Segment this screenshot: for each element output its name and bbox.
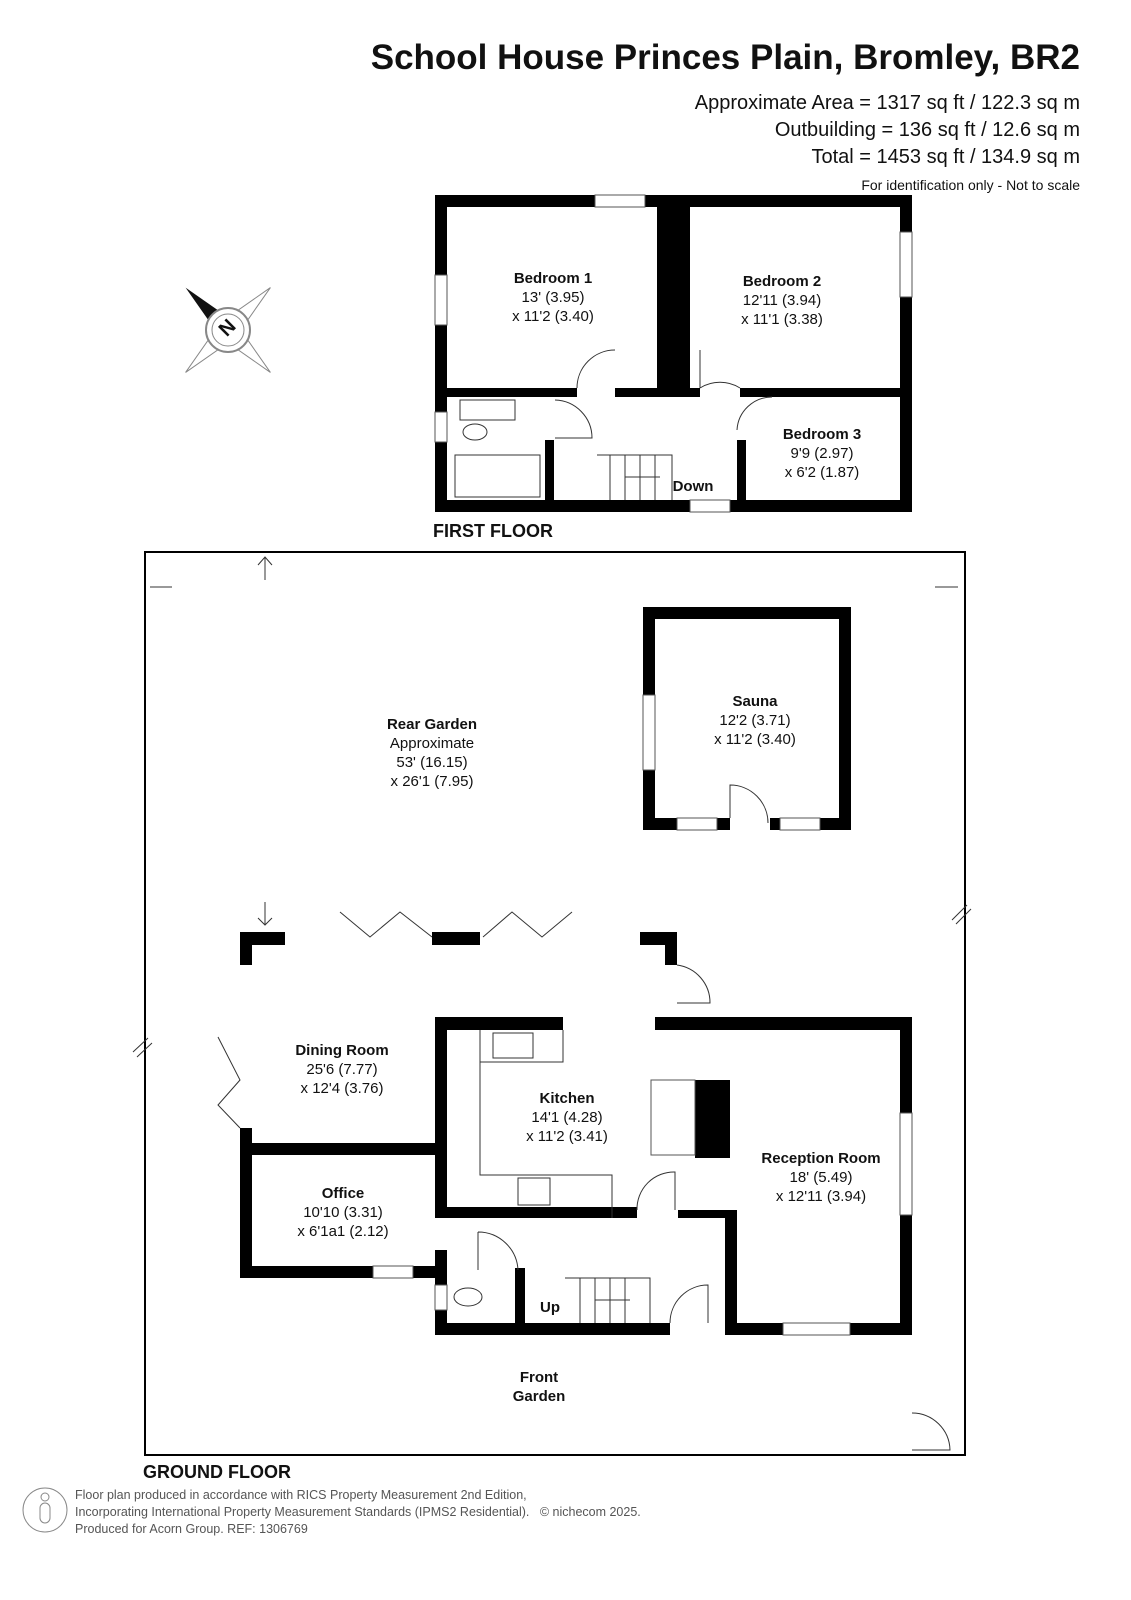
room-dim: 9'9 (2.97) [790,445,854,462]
stairs-up-label: Up [540,1299,560,1316]
footer-text: Floor plan produced in accordance with R… [75,1488,527,1502]
room-dim: 14'1 (4.28) [531,1109,603,1126]
compass-icon [185,287,271,373]
room-dim: x 11'2 (3.41) [526,1128,608,1145]
room-name: Sauna [732,693,778,710]
room-dim: x 12'11 (3.94) [775,1188,867,1205]
footer-ref: Produced for Acorn Group. REF: 1306769 [75,1522,308,1536]
sauna-door [729,784,769,824]
room-name: Front [519,1369,559,1386]
room-dim: x 6'1a1 (2.12) [297,1223,389,1240]
total-area: Total = 1453 sq ft / 134.9 sq m [811,146,1081,168]
room-name: Office [321,1185,365,1202]
scale-note: For identification only - Not to scale [861,177,1080,193]
room-name: Dining Room [295,1042,389,1059]
room-dim: 53' (16.15) [396,754,468,771]
outbuilding-area: Outbuilding = 136 sq ft / 12.6 sq m [774,119,1080,141]
room-dim: x 11'1 (3.38) [741,311,823,328]
ground-floor-label: GROUND FLOOR [143,1462,291,1482]
room-dim: x 11'2 (3.40) [714,731,796,748]
room-dim: 25'6 (7.77) [306,1061,378,1078]
room-name: Bedroom 2 [742,273,822,290]
room-dim: x 11'2 (3.40) [512,308,594,325]
room-bedroom-2: Bedroom 2 12'11 (3.94) x 11'1 (3.38) [741,272,823,329]
room-reception-room: Reception Room 18' (5.49) x 12'11 (3.94) [761,1149,880,1206]
ground-floor-fixtures [132,556,972,1451]
first-floor-fixtures [454,349,773,500]
footer-logo-icon [22,1487,68,1533]
room-name: Kitchen [539,1090,595,1107]
first-floor-windows [434,194,913,513]
room-note: Approximate [389,735,475,752]
sauna-windows [642,694,821,831]
room-office: Office 10'10 (3.31) x 6'1a1 (2.12) [297,1184,388,1241]
room-bedroom-3: Bedroom 3 9'9 (2.97) x 6'2 (1.87) [783,425,861,482]
room-name: Bedroom 3 [782,426,862,443]
room-dining-room: Dining Room 25'6 (7.77) x 12'4 (3.76) [295,1041,388,1098]
room-dim: 13' (3.95) [521,289,585,306]
room-dim: x 6'2 (1.87) [784,464,860,481]
room-dim: 10'10 (3.31) [303,1204,383,1221]
stairs-down-label: Down [672,478,714,495]
first-floor-walls [435,195,912,512]
footer-text: Incorporating International Property Mea… [75,1505,530,1519]
room-dim: 18' (5.49) [789,1169,853,1186]
area-summary: Approximate Area = 1317 sq ft / 122.3 sq… [695,90,1080,171]
ground-floor-windows [372,1079,913,1336]
room-bedroom-1: Bedroom 1 13' (3.95) x 11'2 (3.40) [512,269,594,326]
plot-boundary [144,551,966,1456]
room-name: Bedroom 1 [513,270,593,287]
ground-floor-walls [240,932,912,1335]
copyright: © nichecom 2025. [539,1505,641,1519]
room-sauna: Sauna 12'2 (3.71) x 11'2 (3.40) [714,692,796,749]
room-dim: x 26'1 (7.95) [390,773,474,790]
room-dim: 12'11 (3.94) [742,292,822,309]
room-name: Rear Garden [386,716,478,733]
approx-area: Approximate Area = 1317 sq ft / 122.3 sq… [694,92,1080,114]
room-name: Reception Room [761,1150,881,1167]
room-name: Garden [512,1388,566,1405]
footer: Floor plan produced in accordance with R… [75,1487,641,1538]
first-floor-label: FIRST FLOOR [433,521,553,541]
room-dim: x 12'4 (3.76) [300,1080,384,1097]
page-title: School House Princes Plain, Bromley, BR2 [370,38,1080,77]
room-kitchen: Kitchen 14'1 (4.28) x 11'2 (3.41) [526,1089,608,1146]
room-dim: 12'2 (3.71) [719,712,791,729]
